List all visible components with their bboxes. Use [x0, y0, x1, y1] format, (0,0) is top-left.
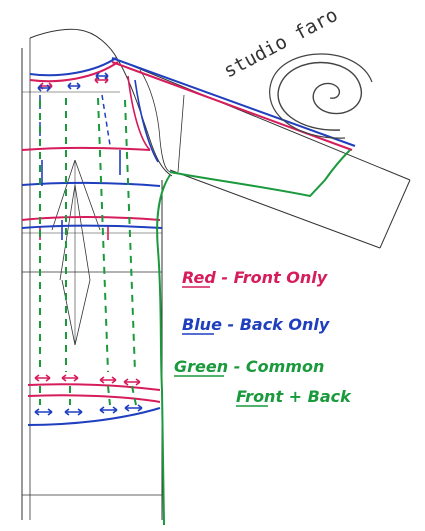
color-legend: Red - Front Only Blue - Back Only Green …	[174, 268, 352, 407]
legend-blue: Blue - Back Only	[182, 315, 330, 334]
logo-spiral-icon	[277, 61, 363, 131]
green-side-seam	[156, 174, 171, 526]
draft-lines	[21, 28, 411, 520]
sleeve-bottom-line	[169, 169, 381, 249]
dart-line	[74, 279, 91, 346]
legend-green: Green - Common	[174, 357, 324, 376]
dart-line	[74, 184, 91, 281]
neckline-curve	[29, 28, 119, 61]
dart-line	[61, 279, 76, 346]
red-bust-line	[21, 146, 151, 151]
green-sleeve-seam	[169, 149, 351, 198]
blue-neck-curve	[29, 57, 117, 77]
blue-back-lines	[21, 57, 356, 426]
sleeve-mid-line	[177, 94, 185, 173]
red-hip-line	[27, 383, 161, 391]
blue-arrows	[34, 72, 143, 416]
sleeve-cap-curve	[139, 69, 171, 173]
blue-armhole	[134, 79, 159, 163]
red-armhole	[127, 75, 151, 151]
sleeve-top-line	[117, 59, 411, 181]
blue-waist-line	[21, 224, 163, 229]
sleeve-hem-line	[379, 179, 411, 249]
blue-shoulder-line	[111, 57, 356, 147]
dart-line	[74, 159, 101, 231]
red-neck-curve	[29, 61, 119, 83]
red-waist-line	[21, 216, 161, 221]
armhole-curve	[117, 59, 173, 177]
red-shoulder-line	[111, 61, 353, 151]
blue-chest-line	[21, 181, 161, 187]
legend-green-2: Front + Back	[236, 387, 352, 406]
blue-hem-line	[27, 407, 161, 426]
studio-logo: studio faro	[220, 4, 373, 139]
red-arrows	[34, 76, 141, 386]
dart-line	[51, 159, 76, 231]
dart-line	[59, 184, 76, 281]
logo-text: studio faro	[220, 4, 341, 83]
red-hem-line	[27, 394, 161, 403]
green-dashed-guides	[39, 97, 137, 406]
green-common-lines	[39, 97, 351, 526]
red-front-lines	[21, 61, 353, 403]
legend-red: Red - Front Only	[182, 268, 328, 287]
